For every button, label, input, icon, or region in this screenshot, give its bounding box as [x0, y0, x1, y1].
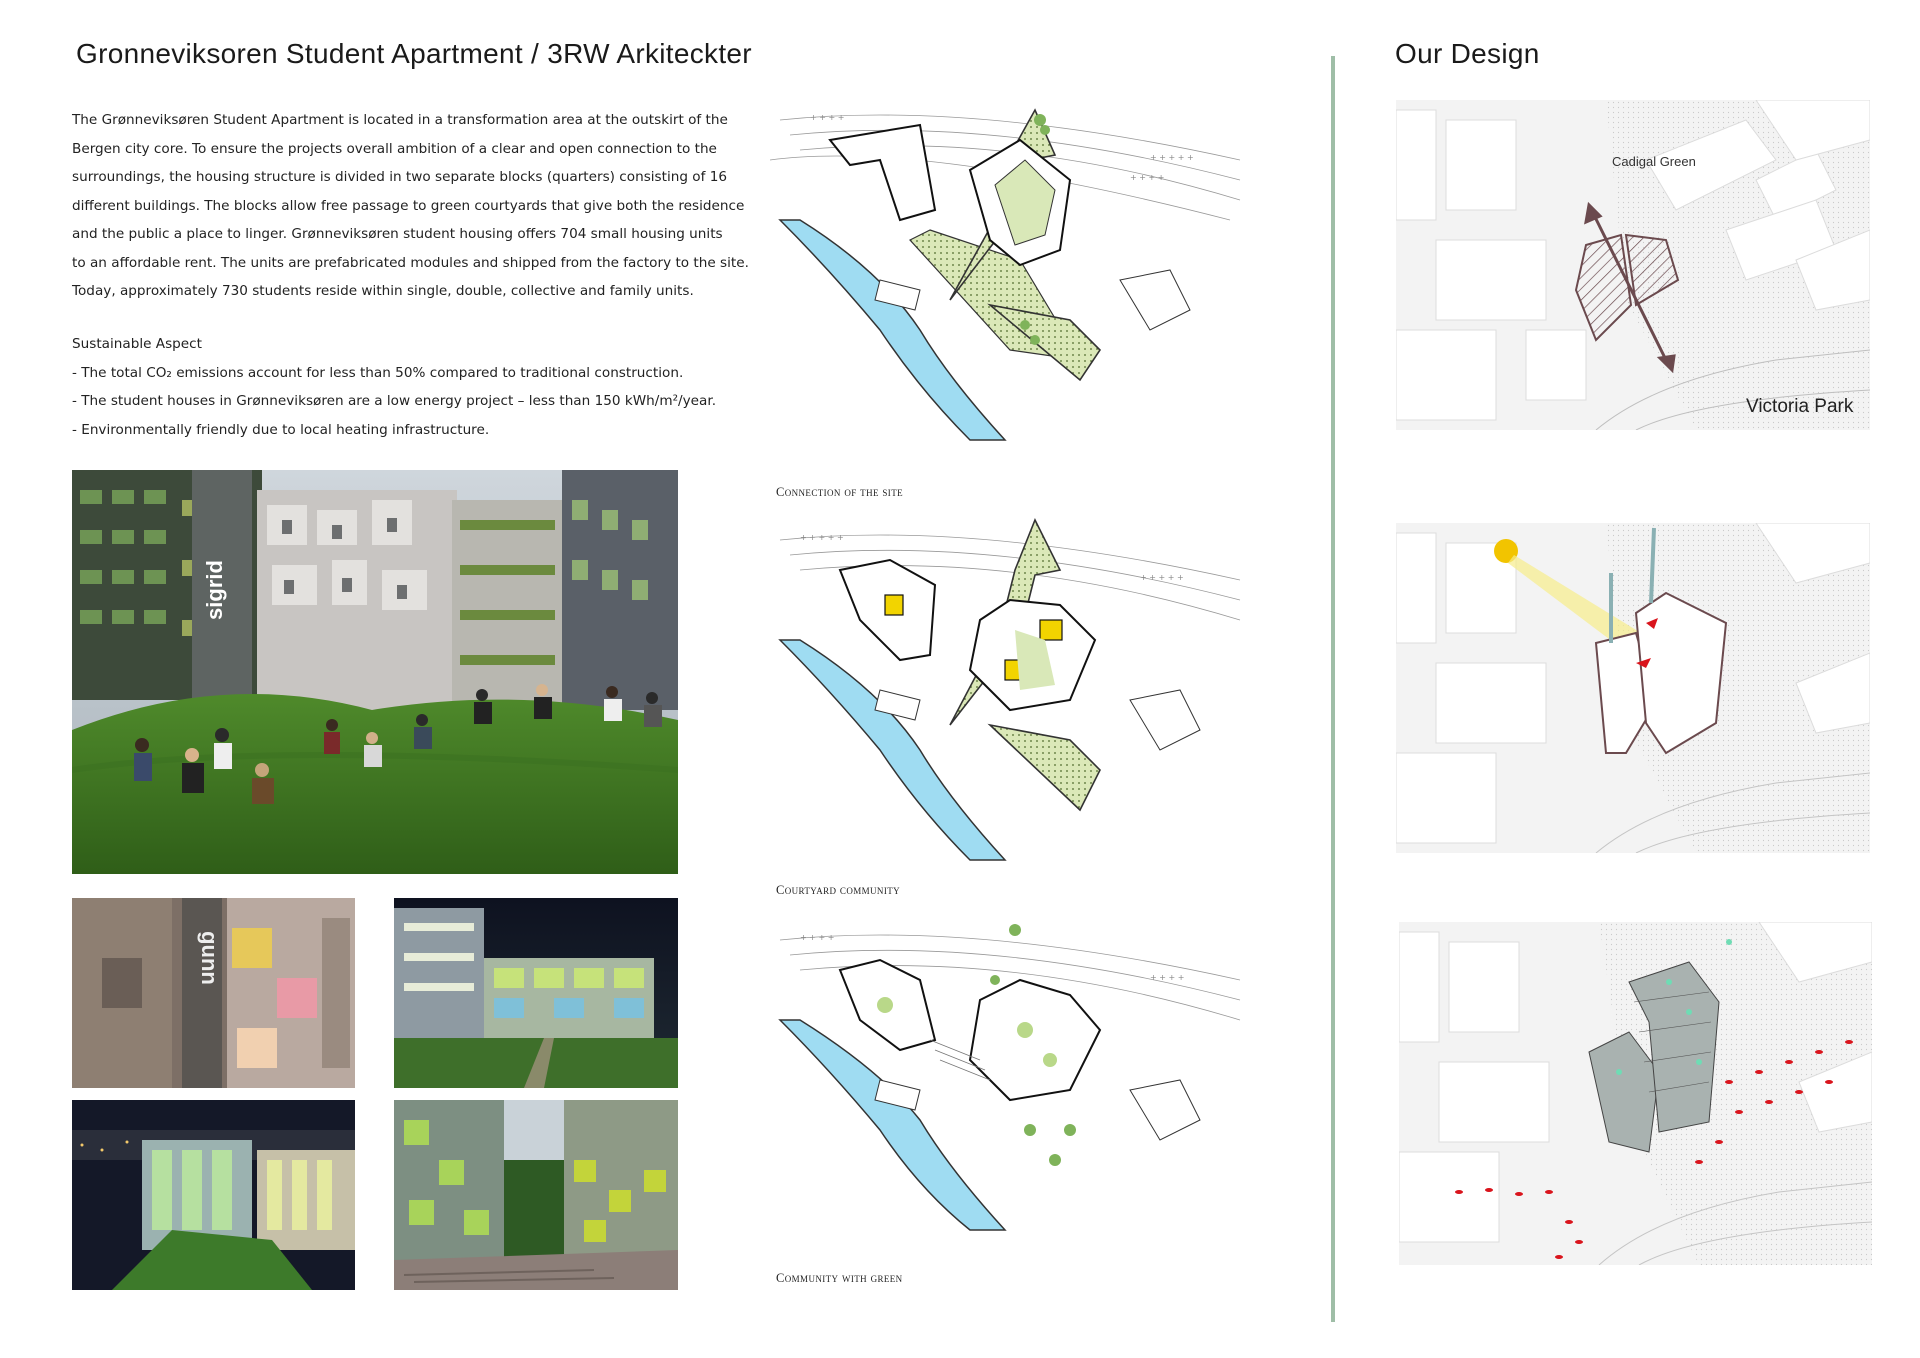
sustainable-heading: Sustainable Aspect	[72, 336, 202, 352]
sustainable-item: - The student houses in Grønneviksøren a…	[72, 393, 717, 409]
sustainable-item: - Environmentally friendly due to local …	[72, 421, 490, 438]
svg-text:+ + + +: + + + +	[810, 113, 844, 122]
project-description: The Grønneviksøren Student Apartment is …	[72, 106, 749, 306]
svg-text:+ + + +: + + + +	[1130, 173, 1164, 182]
description-line: Today, approximately 730 students reside…	[72, 283, 694, 299]
description-line: different buildings. The blocks allow fr…	[72, 197, 745, 214]
site-connection-diagram: + + + + + + + + + + + + +	[769, 100, 1250, 450]
svg-text:+ + + + +: + + + + +	[1150, 153, 1194, 162]
svg-text:+ + + +: + + + +	[1150, 973, 1184, 982]
diagram-caption: Community with green	[776, 1271, 903, 1285]
community-with-green-diagram: + + + + + + + +	[770, 910, 1250, 1240]
sun-wind-analysis-map	[1396, 523, 1870, 853]
map-label-cadigal-green: Cadigal Green	[1612, 154, 1696, 169]
evening-aerial-photo	[72, 1100, 355, 1290]
site-map-context: Cadigal Green Victoria Park	[1396, 100, 1870, 430]
description-line: and the public a place to linger. Grønne…	[72, 226, 723, 242]
sustainable-item: - The total CO₂ emissions account for le…	[72, 364, 684, 381]
diagram-caption: Courtyard community	[776, 883, 901, 897]
green-facade-photo	[394, 1100, 678, 1290]
map-label-victoria-park: Victoria Park	[1746, 396, 1854, 417]
description-line: The Grønneviksøren Student Apartment is …	[72, 112, 728, 128]
facade-sign-photo: gunn	[72, 898, 355, 1088]
description-line: surroundings, the housing structure is d…	[72, 169, 728, 185]
column-divider	[1331, 56, 1335, 1322]
sustainable-aspect: Sustainable Aspect - The total CO₂ emiss…	[72, 330, 716, 444]
description-line: Bergen city core. To ensure the projects…	[72, 140, 717, 157]
diagram-caption: Connection of the site	[776, 485, 904, 499]
our-design-title: Our Design	[1395, 38, 1540, 69]
building-sign-text: sigrid	[202, 560, 227, 620]
courtyard-community-diagram: + + + + + + + + + +	[770, 510, 1250, 870]
svg-text:+ + + + +: + + + + +	[1140, 573, 1184, 582]
svg-text:+ + + +: + + + +	[800, 933, 834, 942]
description-line: to an affordable rent. The units are pre…	[72, 254, 749, 271]
svg-text:+ + + + +: + + + + +	[800, 533, 844, 542]
building-sign-text: gunn	[197, 931, 222, 985]
page-title: Gronneviksoren Student Apartment / 3RW A…	[76, 38, 752, 69]
main-courtyard-photo: sigrid	[72, 470, 678, 874]
night-courtyard-photo	[394, 898, 678, 1088]
pedestrian-flow-map	[1399, 922, 1872, 1265]
